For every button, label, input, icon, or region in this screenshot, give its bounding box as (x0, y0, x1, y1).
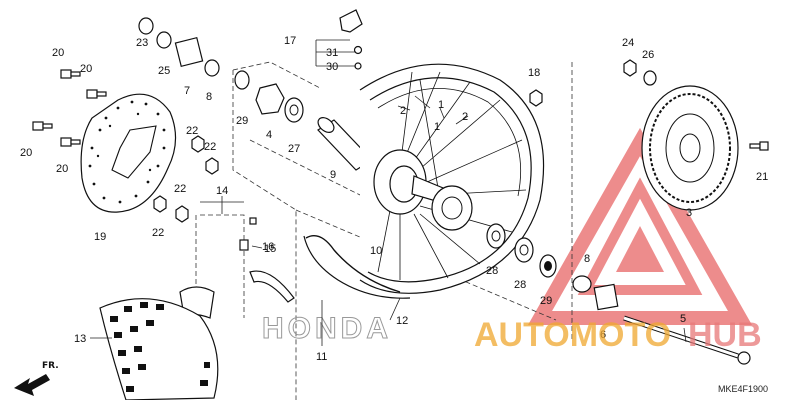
rear-tire (99, 298, 219, 400)
right-hub-parts (486, 223, 557, 278)
right-collar (572, 275, 592, 293)
sprocket-washer (643, 70, 657, 86)
callout-numbers: 1 1 2 2 3 4 5 6 7 8 8 9 10 11 12 13 14 1… (20, 35, 768, 363)
callout-22: 22 (152, 227, 164, 239)
callout-16: 16 (262, 241, 274, 253)
left-hub-parts (138, 17, 304, 123)
axle-adjuster (593, 283, 619, 311)
callout-9: 9 (330, 169, 336, 181)
callout-14: 14 (216, 185, 228, 197)
callout-22: 22 (204, 141, 216, 153)
callout-31: 31 (326, 47, 338, 59)
callout-4: 4 (266, 129, 272, 141)
callout-23: 23 (136, 37, 148, 49)
rear-sprocket (641, 85, 739, 211)
callout-22: 22 (186, 125, 198, 137)
callout-1: 1 (438, 99, 444, 111)
watermark-triangle-core (616, 226, 664, 272)
callout-20: 20 (80, 63, 92, 75)
spoke-nut (529, 89, 543, 107)
callout-8: 8 (206, 91, 212, 103)
callout-2: 2 (400, 105, 406, 117)
callout-25: 25 (158, 65, 170, 77)
sprocket-bolt (749, 141, 769, 151)
watermark-logo (527, 127, 753, 325)
tube-parts (179, 217, 295, 319)
callout-30: 30 (326, 61, 338, 73)
callout-20: 20 (52, 47, 64, 59)
brake-disc (80, 93, 177, 213)
callout-15: 15 (264, 243, 276, 255)
watermark-text-part2: HUB (688, 316, 762, 354)
axle-collar (317, 117, 373, 171)
callout-13: 13 (74, 333, 86, 345)
disc-bolts (32, 69, 107, 147)
callout-20: 20 (56, 163, 68, 175)
diagram-code: MKE4F1900 (718, 384, 768, 394)
callout-7: 7 (184, 85, 190, 97)
callout-2: 2 (462, 111, 468, 123)
callout-20: 20 (20, 147, 32, 159)
watermark-triangle-outer (527, 127, 753, 325)
rim-brand-text: HONDA (262, 312, 392, 345)
rear-axle (623, 315, 751, 365)
callout-6: 6 (600, 329, 606, 341)
callout-8: 8 (584, 253, 590, 265)
callout-26: 26 (642, 49, 654, 61)
callout-29: 29 (540, 295, 552, 307)
watermark-wordmark: AUTOMOTO HUB (474, 316, 762, 354)
callout-24: 24 (622, 37, 634, 49)
rear-wheel (303, 63, 545, 299)
callout-19: 19 (94, 231, 106, 243)
callout-28: 28 (486, 265, 498, 277)
leader-lines (90, 39, 687, 346)
callout-28: 28 (514, 279, 526, 291)
callout-5: 5 (680, 313, 686, 325)
callout-29: 29 (236, 115, 248, 127)
front-direction-arrow (14, 374, 50, 396)
callout-27: 27 (288, 143, 300, 155)
callout-1: 1 (434, 121, 440, 133)
callout-17: 17 (284, 35, 296, 47)
callout-11: 11 (316, 351, 327, 363)
callout-21: 21 (756, 171, 768, 183)
front-direction-label: FR. (42, 361, 59, 371)
valve-parts (339, 9, 363, 70)
callout-12: 12 (396, 315, 408, 327)
callout-18: 18 (528, 67, 540, 79)
callout-22: 22 (174, 183, 186, 195)
sprocket-nut (623, 59, 637, 77)
callout-10: 10 (370, 245, 382, 257)
watermark-text-part1: AUTOMOTO (474, 316, 671, 354)
callout-3: 3 (686, 207, 692, 219)
watermark-triangle-inner (577, 177, 703, 295)
disc-nuts (153, 135, 219, 223)
brake-disc-holes (88, 100, 166, 204)
